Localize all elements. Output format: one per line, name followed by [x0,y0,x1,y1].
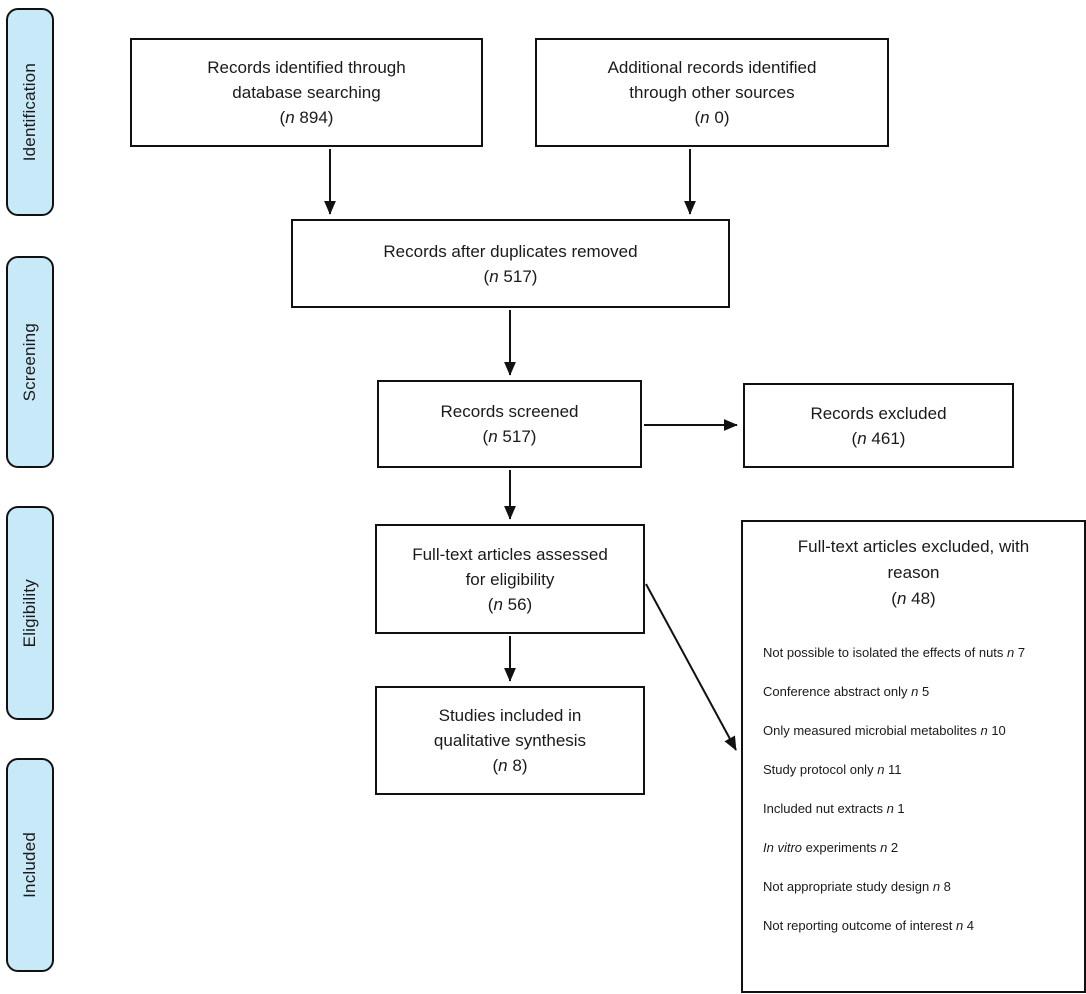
stage-label: Included [20,832,39,898]
box-count: (n 894) [279,108,334,127]
stage-identification: Identification [6,8,54,216]
box-records-screened: Records screened (n 517) [377,380,642,468]
stage-screening: Screening [6,256,54,468]
box-duplicates-removed: Records after duplicates removed (n 517) [291,219,730,308]
exclusion-reason: In vitro experiments n 2 [763,840,899,855]
box-label: Records excluded [810,403,947,423]
exclusion-reason: Not possible to isolated the effects of … [763,645,1026,660]
exclusion-reason: Included nut extracts n 1 [763,801,905,816]
stage-label: Eligibility [20,578,39,648]
exclusion-reason: Not appropriate study design n 8 [763,879,951,894]
stage-eligibility: Eligibility [6,506,54,720]
exclusion-reason: Conference abstract only n 5 [763,684,930,699]
stage-label: Screening [20,322,39,402]
stage-label: Identification [20,62,39,162]
box-count: (n 517) [483,266,538,286]
box-count: (n 0) [694,108,730,127]
box-count: (n 8) [492,756,528,775]
box-records-excluded: Records excluded (n 461) [743,383,1014,468]
box-count: (n 461) [851,428,906,448]
exclusion-reasons-list: Not possible to isolated the effects of … [743,633,1084,945]
box-count: (n 48) [891,589,936,608]
box-count: (n 517) [482,427,537,446]
exclusion-reason: Not reporting outcome of interest n 4 [763,918,975,933]
stage-included: Included [6,758,54,972]
box-label: Records screened [440,402,579,421]
exclusion-reason: Study protocol only n 11 [763,762,902,777]
arrow-fulltext-to-exclusion [645,583,737,751]
box-count: (n 56) [487,594,533,614]
box-label: Records after duplicates removed [383,241,638,261]
exclusion-reason: Only measured microbial metabolites n 10 [763,723,1006,738]
